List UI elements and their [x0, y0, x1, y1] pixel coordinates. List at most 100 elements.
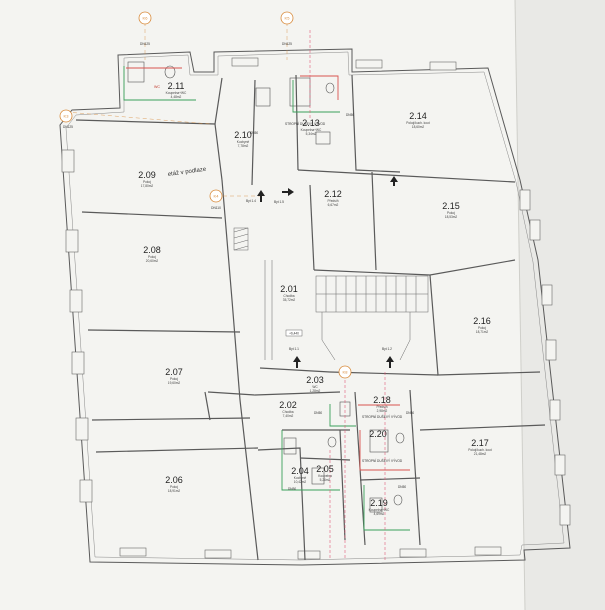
svg-text:1,28m2: 1,28m2: [310, 389, 321, 393]
riser-label-c: STROPNÍ DUŠEVÝ VÝVOD: [362, 458, 403, 463]
svg-text:5,34m2: 5,34m2: [306, 132, 317, 136]
axis-marker-k5: K5 DN125: [280, 11, 294, 46]
riser-label-a: STROPNÍ DUŠEVÝ VÝVOD: [285, 121, 326, 126]
svg-text:Pokoj: Pokoj: [447, 211, 455, 215]
room-2-20: 2.20: [369, 429, 387, 439]
svg-text:2.17: 2.17: [471, 438, 489, 448]
room-2-07: 2.07 Pokoj 19,60m2: [165, 367, 183, 385]
room-2-02: 2.02 Chodba 7,40m2: [279, 400, 297, 418]
level-tag: +6,440: [289, 332, 299, 336]
svg-text:2.16: 2.16: [473, 316, 491, 326]
svg-text:K3: K3: [64, 114, 70, 119]
svg-text:Pokoj: Pokoj: [170, 377, 178, 381]
dn-small-b: DN50: [346, 113, 354, 117]
room-2-14: 2.14 Pokoj/kuch. kout 18,60m2: [406, 111, 430, 129]
svg-text:2.12: 2.12: [324, 189, 342, 199]
svg-text:K4: K4: [214, 194, 220, 199]
svg-text:2.10: 2.10: [234, 130, 252, 140]
bottom-windows: [119, 546, 502, 560]
svg-text:2,98m2: 2,98m2: [377, 409, 388, 413]
svg-text:2.01: 2.01: [280, 284, 298, 294]
svg-text:20,60m2: 20,60m2: [146, 259, 159, 263]
right-windows: [519, 189, 571, 526]
svg-text:Pokoj: Pokoj: [170, 485, 178, 489]
riser-lines: [309, 30, 386, 560]
building-outline: [59, 48, 571, 566]
room-2-18: 2.18 Předsíň 2,98m2: [373, 395, 391, 413]
room-2-12: 2.12 Předsíň 6,67m2: [324, 189, 342, 207]
svg-text:35,72m2: 35,72m2: [283, 298, 296, 302]
svg-text:2.20: 2.20: [369, 429, 387, 439]
svg-text:18,91m2: 18,91m2: [168, 489, 181, 493]
svg-text:5,26m2: 5,26m2: [320, 478, 331, 482]
room-2-15: 2.15 Pokoj 18,53m2: [442, 201, 460, 219]
room-2-19: 2.19 Koupelna+WC 4,69m2: [369, 498, 390, 516]
handwritten-note: etáž v podlaze: [167, 167, 207, 178]
room-2-03: 2.03 WC 1,28m2: [306, 375, 324, 393]
svg-text:18,60m2: 18,60m2: [412, 125, 425, 129]
svg-text:K8: K8: [343, 370, 349, 375]
svg-text:K5: K5: [285, 16, 291, 21]
axis-marker-k8: K8: [338, 365, 352, 379]
svg-text:19,60m2: 19,60m2: [168, 381, 181, 385]
axis-marker-k3: K3 DN125: [59, 109, 73, 129]
room-2-13: 2.13 Koupelna+WC 5,34m2: [301, 118, 322, 136]
svg-text:2.05: 2.05: [316, 464, 334, 474]
room-2-17: 2.17 Pokoj/kuch. kout 21,48m2: [468, 438, 492, 456]
svg-text:Pokoj: Pokoj: [478, 326, 486, 330]
svg-text:Koupelna: Koupelna: [318, 474, 332, 478]
staircase: [264, 260, 429, 361]
axis-marker-k4: K4 DN110: [209, 189, 223, 210]
svg-text:Kuchyně: Kuchyně: [294, 476, 307, 480]
stair-label-b: Byt 1.5: [274, 200, 284, 204]
dn-small-c: DN50: [314, 411, 322, 415]
svg-text:Koupelna+WC: Koupelna+WC: [369, 508, 390, 512]
stair-label-c: Byt 1.1: [289, 347, 299, 351]
room-2-08: 2.08 Pokoj 20,60m2: [143, 245, 161, 263]
svg-text:18,71m2: 18,71m2: [476, 330, 489, 334]
svg-text:Předsíň: Předsíň: [328, 199, 339, 203]
svg-text:2.02: 2.02: [279, 400, 297, 410]
svg-text:2.19: 2.19: [370, 498, 388, 508]
stair-label-d: Byt 1.2: [382, 347, 392, 351]
svg-text:2.15: 2.15: [442, 201, 460, 211]
svg-text:Pokoj: Pokoj: [143, 180, 151, 184]
paper-sheet-main: [0, 0, 525, 610]
svg-text:2.06: 2.06: [165, 475, 183, 485]
svg-text:2.08: 2.08: [143, 245, 161, 255]
svg-text:4,69m2: 4,69m2: [374, 512, 385, 516]
svg-text:WC: WC: [312, 385, 318, 389]
svg-text:Chodba: Chodba: [282, 410, 293, 414]
room-2-01: 2.01 Chodba 35,72m2: [280, 284, 298, 302]
svg-text:10,42m2: 10,42m2: [294, 480, 307, 484]
room-2-04: 2.04 Kuchyně 10,42m2: [291, 466, 309, 484]
svg-text:2.11: 2.11: [168, 81, 185, 91]
svg-text:DN125: DN125: [282, 42, 292, 46]
svg-text:Koupelna+WC: Koupelna+WC: [166, 91, 187, 95]
svg-text:2.13: 2.13: [302, 118, 320, 128]
dn-small-d: DN50: [406, 411, 414, 415]
svg-text:2.18: 2.18: [373, 395, 391, 405]
top-windows: [231, 57, 457, 71]
svg-text:DN125: DN125: [63, 125, 73, 129]
svg-text:2.14: 2.14: [409, 111, 427, 121]
room-2-11: 2.11 Koupelna+WC 4,48m2: [166, 81, 187, 99]
dn-small-a: DN50: [250, 131, 258, 135]
room-2-05: 2.05 Koupelna 5,26m2: [316, 464, 334, 482]
svg-text:Pokoj/kuch. kout: Pokoj/kuch. kout: [468, 448, 492, 452]
svg-text:Koupelna+WC: Koupelna+WC: [301, 128, 322, 132]
wc-label: WC: [154, 85, 160, 89]
svg-text:7,78m2: 7,78m2: [238, 144, 249, 148]
svg-text:Předsíň: Předsíň: [377, 405, 388, 409]
svg-text:Pokoj: Pokoj: [148, 255, 156, 259]
room-2-09: 2.09 Pokoj 17,80m2: [138, 170, 156, 188]
svg-text:Kuchyně: Kuchyně: [237, 140, 250, 144]
svg-text:18,53m2: 18,53m2: [445, 215, 458, 219]
svg-text:7,40m2: 7,40m2: [283, 414, 294, 418]
room-2-06: 2.06 Pokoj 18,91m2: [165, 475, 183, 493]
axis-lines: [65, 22, 288, 197]
water-pipes: [123, 66, 410, 531]
dn-small-f: DN50: [398, 485, 406, 489]
svg-text:DN125: DN125: [140, 42, 150, 46]
